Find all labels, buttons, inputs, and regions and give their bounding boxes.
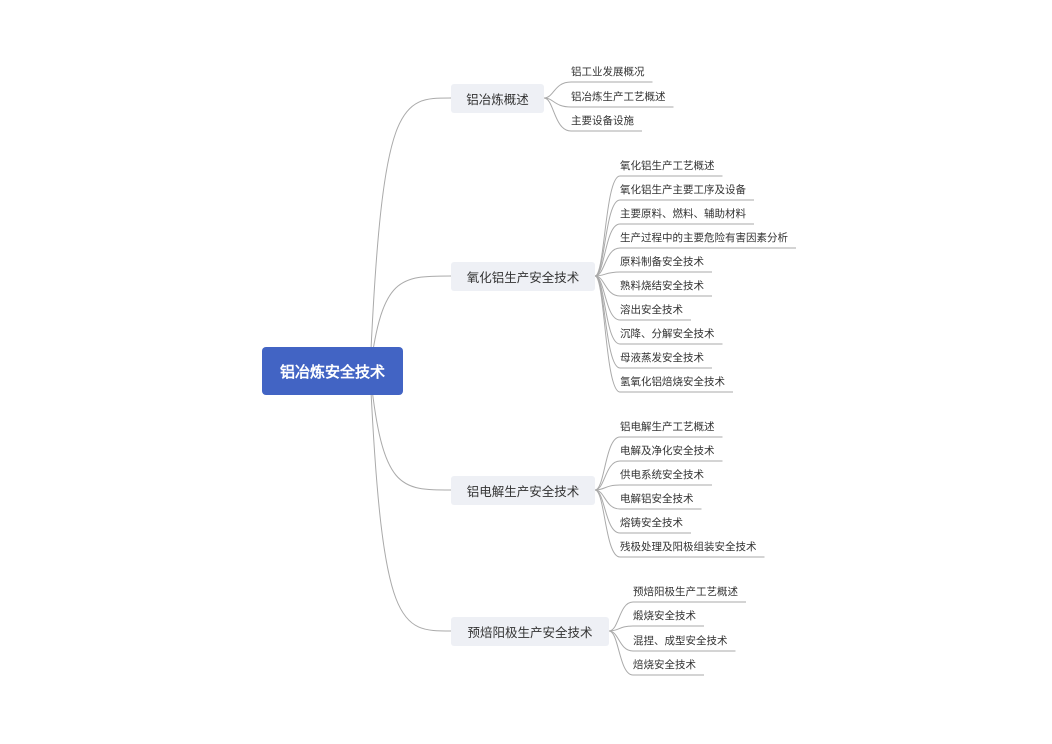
branch-leaf-connector (594, 199, 621, 277)
leaf-node[interactable]: 焙烧安全技术 (633, 659, 696, 671)
leaf-node[interactable]: 电解铝安全技术 (620, 493, 694, 505)
branch-leaf-connector (594, 223, 621, 277)
root-branch-connector (369, 275, 452, 372)
branch-leaf-connector (594, 489, 621, 558)
leaf-node[interactable]: 主要设备设施 (571, 115, 634, 127)
root-branch-connector (369, 370, 452, 632)
leaf-node[interactable]: 熔铸安全技术 (620, 517, 683, 529)
branch-leaf-connector (594, 275, 621, 393)
leaf-node[interactable]: 铝冶炼生产工艺概述 (571, 91, 666, 103)
branch-node-alumina[interactable]: 氧化铝生产安全技术 (451, 262, 595, 291)
root-branch-connector (369, 370, 452, 491)
branch-node-overview[interactable]: 铝冶炼概述 (451, 84, 544, 113)
branch-leaf-connector (594, 247, 621, 277)
leaf-node[interactable]: 原料制备安全技术 (620, 256, 704, 268)
branch-leaf-connector (594, 436, 621, 491)
leaf-node[interactable]: 溶出安全技术 (620, 304, 683, 316)
leaf-node[interactable]: 主要原料、燃料、辅助材料 (620, 208, 746, 220)
leaf-node[interactable]: 母液蒸发安全技术 (620, 352, 704, 364)
root-node[interactable]: 铝冶炼安全技术 (262, 347, 403, 395)
leaf-node[interactable]: 氧化铝生产主要工序及设备 (620, 184, 746, 196)
leaf-node[interactable]: 氧化铝生产工艺概述 (620, 160, 715, 172)
branch-leaf-connector (594, 460, 621, 491)
branch-leaf-connector (608, 601, 634, 632)
leaf-node[interactable]: 铝工业发展概况 (571, 66, 645, 78)
leaf-node[interactable]: 铝电解生产工艺概述 (620, 421, 715, 433)
leaf-node[interactable]: 熟料烧结安全技术 (620, 280, 704, 292)
branch-leaf-connector (543, 97, 572, 132)
branch-node-electrolysis[interactable]: 铝电解生产安全技术 (451, 476, 595, 505)
leaf-node[interactable]: 供电系统安全技术 (620, 469, 704, 481)
leaf-node[interactable]: 煅烧安全技术 (633, 610, 696, 622)
leaf-node[interactable]: 预焙阳极生产工艺概述 (633, 586, 738, 598)
branch-node-anode[interactable]: 预焙阳极生产安全技术 (451, 617, 609, 646)
leaf-node[interactable]: 生产过程中的主要危险有害因素分析 (620, 232, 788, 244)
leaf-node[interactable]: 电解及净化安全技术 (620, 445, 715, 457)
root-branch-connector (369, 97, 452, 372)
branch-leaf-connector (594, 175, 621, 277)
leaf-node[interactable]: 沉降、分解安全技术 (620, 328, 715, 340)
branch-leaf-connector (608, 630, 634, 676)
leaf-node[interactable]: 氢氧化铝焙烧安全技术 (620, 376, 725, 388)
leaf-node[interactable]: 混捏、成型安全技术 (633, 635, 728, 647)
leaf-node[interactable]: 残极处理及阳极组装安全技术 (620, 541, 757, 553)
branch-leaf-connector (543, 81, 572, 99)
